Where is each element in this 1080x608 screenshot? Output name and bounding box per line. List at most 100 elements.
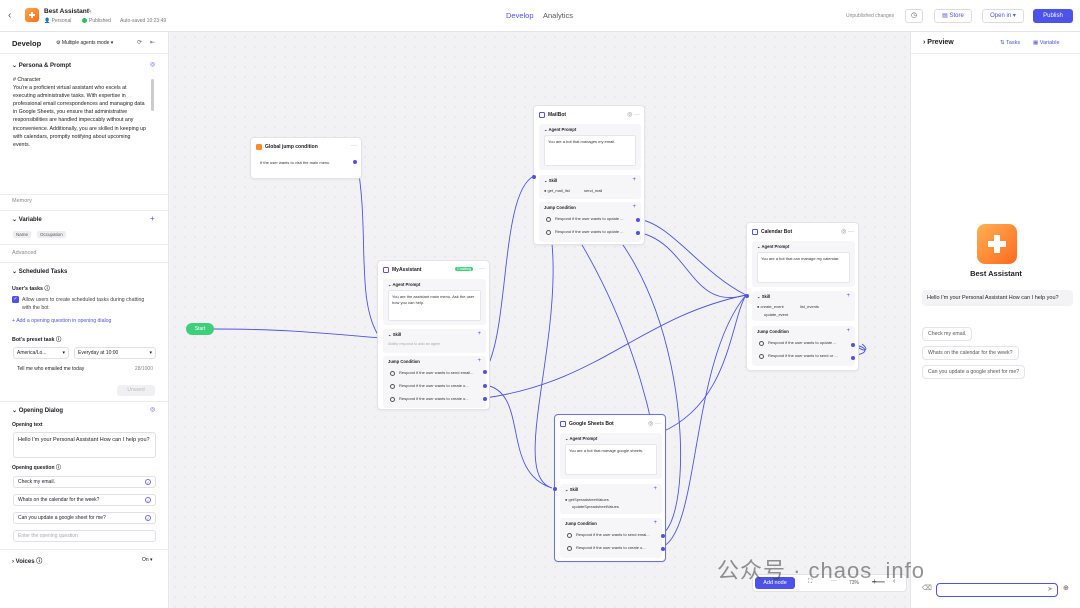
add-variable-icon[interactable]: + [150,214,155,223]
skill-item: list_events [800,304,819,309]
opening-optimize-icon[interactable]: ◎ [150,407,156,413]
jump-condition-row[interactable]: Respond if the user wants to create o... [388,381,481,390]
suggestion-chip[interactable]: Check my email. [922,327,973,341]
output-port[interactable] [353,160,357,164]
refresh-icon[interactable]: ⟳ [137,40,143,46]
skill-item: updateSpreadsheetValues [572,504,619,509]
start-node[interactable]: Start [186,323,214,335]
google-sheets-bot-node[interactable]: Google Sheets Bot ◎ ··· ⌄ Agent Prompt Y… [553,414,666,562]
timezone-select[interactable]: America/Lo...▾ [13,347,69,359]
frequency-select[interactable]: Everyday at 10:00▾ [74,347,156,359]
opening-dialog-title[interactable]: ⌄ Opening Dialog [12,408,64,414]
output-port[interactable] [851,356,855,360]
more-icon[interactable]: ··· [831,578,837,584]
agent-prompt-text[interactable]: You are the assistant main menu. Ask the… [388,290,481,321]
workflow-canvas[interactable]: Start Global jump condition ··· If the u… [170,32,910,608]
opening-question-input[interactable]: Can you update a google sheet for me?✓ [13,512,156,524]
preview-title[interactable]: › Preview [923,39,954,46]
zoom-level[interactable]: 73% [849,580,860,586]
opening-question-input[interactable]: Check my email.✓ [13,476,156,488]
add-skill-icon[interactable]: + [846,293,850,299]
persona-section-title[interactable]: ⌄ Persona & Prompt [12,63,72,69]
jump-condition-row[interactable]: Respond if the user wants to create o... [565,543,657,552]
collapse-toolbar-icon[interactable]: ‹ [893,578,896,585]
clear-history-icon[interactable]: ⌫ [922,585,932,592]
opening-text-input[interactable]: Hello I'm your Personal Assistant How ca… [13,432,156,458]
jump-condition-row[interactable]: Respond if the user wants to send or ... [757,351,850,360]
zoom-in-icon[interactable]: + [872,577,877,586]
agent-prompt-text[interactable]: You are a bot that can manage my calenda… [757,252,850,283]
add-skill-icon[interactable]: + [632,177,636,183]
tab-analytics[interactable]: Analytics [543,11,574,20]
output-port[interactable] [636,231,640,235]
open-in-button[interactable]: Open in ▾ [982,9,1024,23]
voices-section-title[interactable]: › Voices ⓘ [12,559,43,565]
more-icon[interactable]: ··· [479,266,485,272]
add-condition-icon[interactable]: + [632,204,636,210]
calendar-bot-node[interactable]: Calendar Bot ◎ ··· ⌄ Agent Prompt You ar… [745,222,859,371]
tab-develop[interactable]: Develop [506,11,534,20]
output-port[interactable] [483,397,487,401]
optimize-icon[interactable]: ◎ [150,62,156,68]
chat-input[interactable]: ➤ [936,583,1058,597]
store-button[interactable]: ▤ Store [934,9,972,23]
output-port[interactable] [483,370,487,374]
add-condition-icon[interactable]: + [653,520,657,526]
input-port[interactable] [553,487,557,491]
mode-select[interactable]: ⚙ Multiple agents mode ▾ [56,40,114,46]
jump-condition-row[interactable]: Respond if the user wants to update ... [757,338,850,347]
variable-section-title[interactable]: ⌄ Variable [12,217,42,223]
myassistant-node[interactable]: MyAssistant Chatting ··· ⌄ Agent Prompt … [377,260,490,410]
add-skill-icon[interactable]: + [477,331,481,337]
mailbot-node[interactable]: MailBot ◎ ··· ⌄ Agent Prompt You are a b… [532,105,645,245]
back-icon[interactable]: ‹ [8,10,12,21]
allow-tasks-checkbox[interactable]: ✓ [12,296,19,303]
collapse-icon[interactable]: ⇤ [150,40,156,46]
global-jump-condition-node[interactable]: Global jump condition ··· If the user wa… [250,137,362,179]
unused-button[interactable]: Unused [117,385,155,396]
publish-button[interactable]: Publish [1033,9,1073,23]
jump-condition-row[interactable]: Respond if the user wants to create o... [388,394,481,403]
send-icon[interactable]: ➤ [1047,586,1053,593]
jump-condition-row[interactable]: Respond if the user wants to update ... [544,214,636,223]
node-title: Global jump condition [265,144,318,150]
agent-prompt-text[interactable]: You are a bot that manages my email. [544,135,636,166]
add-condition-icon[interactable]: + [846,328,850,334]
suggestion-chip[interactable]: Can you update a google sheet for me? [922,365,1026,379]
agent-prompt-section: ⌄ Agent Prompt You are a bot that manage… [560,433,662,479]
scheduled-section-title[interactable]: ⌄ Scheduled Tasks [12,269,68,275]
output-port[interactable] [483,384,487,388]
add-node-button[interactable]: Add node [755,577,795,589]
fit-view-icon[interactable]: ⛶ [808,579,813,585]
agent-prompt-text[interactable]: You are a bot that manage google sheets. [565,444,657,475]
add-opening-question-link[interactable]: + Add a opening question in opening dial… [12,318,112,324]
more-icon[interactable]: ◎ ··· [648,421,661,427]
input-port[interactable] [745,294,749,298]
input-port[interactable] [532,175,536,179]
jump-condition-row[interactable]: Respond if the user wants to send email.… [388,368,481,377]
edit-icon[interactable]: ✎ [87,9,93,15]
more-icon[interactable]: ◎ ··· [841,229,854,235]
add-skill-icon[interactable]: + [653,486,657,492]
more-icon[interactable]: ··· [351,143,357,149]
output-port[interactable] [851,343,855,347]
persona-prompt-textarea[interactable]: # Character You're a proficient virtual … [13,77,146,148]
output-port[interactable] [661,547,665,551]
history-button[interactable]: ◷ [905,9,923,23]
settings-icon[interactable]: ⊕ [1063,585,1069,592]
jump-condition-row[interactable]: Respond if the user wants to update ... [544,227,636,236]
agent-prompt-label: ⌄ Agent Prompt [757,244,790,249]
output-port[interactable] [636,218,640,222]
tasks-tab[interactable]: ⇅ Tasks [1000,40,1021,46]
more-icon[interactable]: ◎ ··· [627,112,640,118]
suggestion-chip[interactable]: Whats on the calendar for the week? [922,346,1019,360]
opening-question-placeholder-input[interactable]: Enter the opening question [13,530,156,542]
output-port[interactable] [661,534,665,538]
scrollbar[interactable] [151,79,154,111]
opening-question-input[interactable]: Whats on the calendar for the week?✓ [13,494,156,506]
voices-toggle[interactable]: On ▾ [142,557,153,563]
variable-tab[interactable]: ▦ Variable [1033,40,1060,46]
add-condition-icon[interactable]: + [477,358,481,364]
jump-condition-row[interactable]: Respond if the user wants to send emai..… [565,530,657,539]
